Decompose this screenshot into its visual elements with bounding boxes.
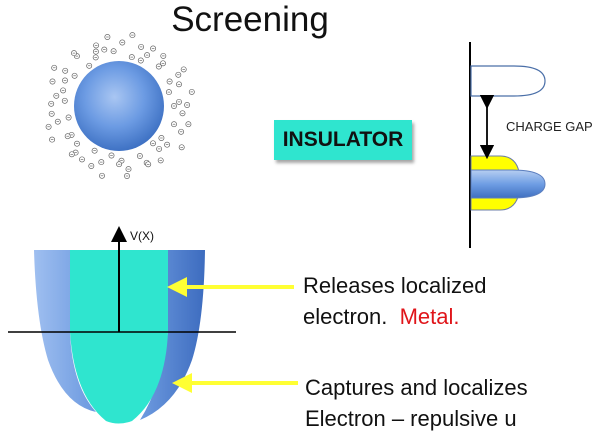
band-diagram	[469, 42, 546, 248]
insulator-badge: INSULATOR	[274, 120, 412, 160]
well-outer-right	[140, 250, 205, 420]
release-caption-line1: Releases localized	[303, 273, 487, 298]
release-caption: Releases localized electron. Metal.	[303, 270, 486, 332]
well-center	[70, 250, 168, 424]
capture-caption-line2: Electron – repulsive u	[305, 406, 517, 431]
pointer-arrows	[167, 277, 298, 393]
capture-arrow	[172, 373, 298, 393]
empty-band	[470, 65, 546, 97]
well-outer-left	[34, 250, 96, 412]
page-title: Screening	[171, 0, 329, 39]
metal-highlight: Metal.	[399, 304, 460, 329]
capture-caption-line1: Captures and localizes	[305, 375, 528, 400]
release-arrow	[167, 277, 294, 297]
filled-band	[470, 169, 546, 199]
release-caption-line2: electron. Metal.	[303, 301, 486, 332]
potential-well	[8, 226, 236, 424]
charged-sphere	[74, 61, 164, 151]
charge-gap-label: CHARGE GAP	[506, 119, 593, 134]
potential-axis-label: V(X)	[130, 229, 154, 243]
electron-cloud	[45, 32, 195, 179]
release-caption-prefix: electron.	[303, 304, 400, 329]
capture-caption: Captures and localizes Electron – repuls…	[305, 372, 528, 434]
